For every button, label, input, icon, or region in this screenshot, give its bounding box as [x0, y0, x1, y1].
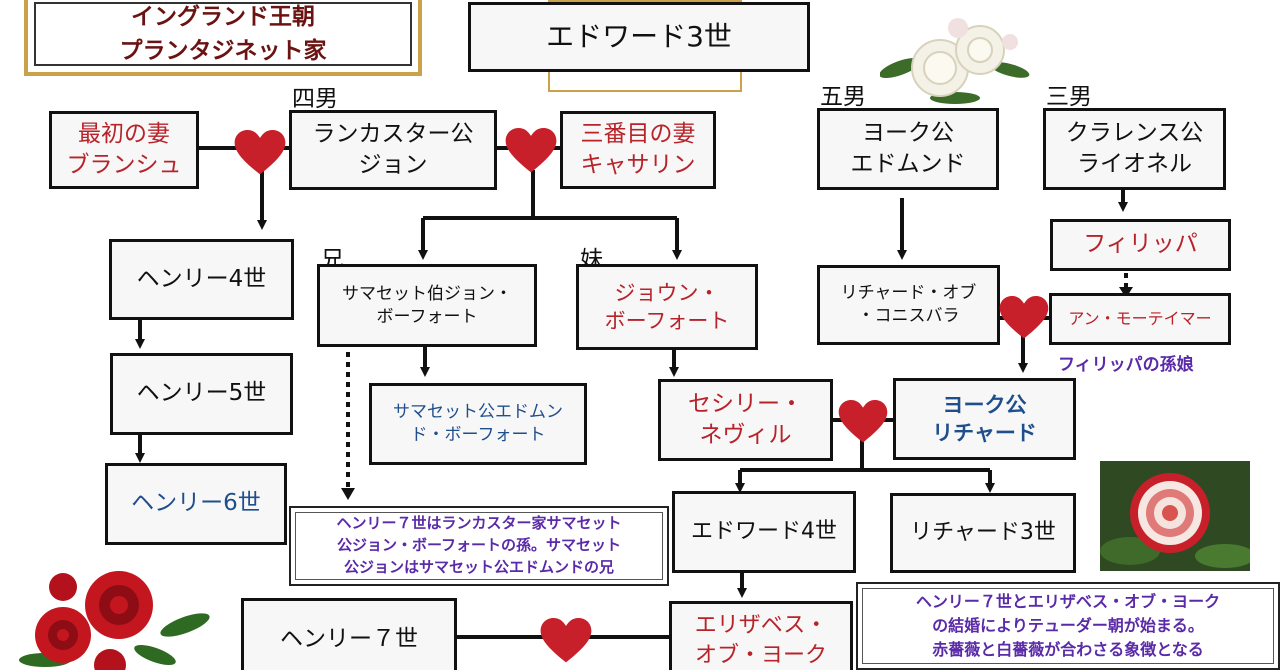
- tudor-start-line1: ヘンリー７世とエリザベス・オブ・ヨーク: [915, 592, 1221, 611]
- henry7-origin-line3: 公ジョンはサマセット公エドムンドの兄: [343, 557, 614, 576]
- white-rose-icon: [880, 18, 1030, 104]
- henry6-box: ヘンリー6世: [105, 463, 287, 545]
- richard3-line1: リチャード3世: [910, 520, 1056, 546]
- relation-fifth-son: 五男: [820, 84, 866, 110]
- henry7-origin-line1: ヘンリー７世はランカスター家サマセット: [336, 514, 622, 533]
- henry7-origin-line2: 公ジョン・ボーフォートの孫。サマセット: [336, 536, 622, 555]
- heart-icon: [838, 400, 888, 443]
- edmund-york-line2: エドムンド: [850, 151, 966, 177]
- lionel-line2: ライオネル: [1077, 151, 1192, 177]
- lionel-box: クラレンス公 ライオネル: [1043, 108, 1226, 190]
- john-beaufort-box: サマセット伯ジョン・ ボーフォート: [317, 264, 537, 347]
- elizabeth-box: エリザベス・ オブ・ヨーク: [669, 601, 853, 670]
- john-beaufort-line1: サマセット伯ジョン・: [342, 283, 512, 304]
- joan-beaufort-line1: ジョウン・: [614, 280, 720, 305]
- heart-icon: [540, 618, 592, 663]
- edmund-york-box: ヨーク公 エドムンド: [817, 108, 999, 190]
- red-rose-icon: [19, 571, 210, 670]
- edmund-beaufort-line2: ド・ボーフォート: [410, 425, 546, 445]
- cecily-line1: セシリー・: [688, 390, 803, 417]
- edward4-line1: エドワード4世: [691, 519, 837, 545]
- relation-third-son: 三男: [1046, 84, 1092, 110]
- blanche-line1: 最初の妻: [78, 120, 170, 147]
- joan-beaufort-line2: ボーフォート: [604, 309, 730, 333]
- richard3-box: リチャード3世: [890, 493, 1076, 573]
- henry7-line1: ヘンリー７世: [280, 626, 418, 653]
- philippa-granddaughter-note: フィリッパの孫娘: [1058, 355, 1194, 375]
- richard-york-line2: リチャード: [932, 421, 1037, 445]
- lionel-line1: クラレンス公: [1065, 119, 1204, 146]
- katherine-line1: 三番目の妻: [580, 120, 696, 147]
- edmund-beaufort-box: サマセット公エドムン ド・ボーフォート: [369, 383, 587, 465]
- john-of-gaunt-line2: ジョン: [358, 152, 428, 178]
- edmund-beaufort-line1: サマセット公エドムン: [393, 402, 563, 423]
- richard-conisburgh-line2: ・コニスバラ: [857, 306, 960, 326]
- dynasty-title-plaque: イングランド王朝 プランタジネット家: [24, 0, 422, 76]
- heart-icon: [234, 130, 286, 175]
- anne-mortimer-box: アン・モーテイマー: [1049, 293, 1231, 345]
- anne-mortimer-line1: アン・モーテイマー: [1068, 309, 1212, 329]
- elizabeth-line1: エリザベス・: [694, 613, 828, 639]
- henry4-line1: ヘンリー4世: [136, 265, 267, 292]
- title-line2: プランタジネット家: [119, 38, 327, 64]
- title-line1: イングランド王朝: [131, 3, 315, 30]
- henry4-box: ヘンリー4世: [109, 239, 294, 320]
- cecily-line2: ネヴィル: [699, 422, 792, 448]
- richard-york-box: ヨーク公 リチャード: [893, 378, 1076, 460]
- edward4-box: エドワード4世: [672, 491, 856, 573]
- katherine-box: 三番目の妻 キャサリン: [560, 111, 716, 189]
- heart-icon: [505, 128, 557, 173]
- elizabeth-line2: オブ・ヨーク: [694, 643, 827, 668]
- richard-york-line1: ヨーク公: [942, 392, 1027, 417]
- philippa-box: フィリッパ: [1050, 219, 1231, 271]
- pink-rose-icon: [1100, 461, 1250, 571]
- john-of-gaunt-line1: ランカスター公: [312, 120, 474, 147]
- henry7-origin-note: ヘンリー７世はランカスター家サマセット 公ジョン・ボーフォートの孫。サマセット …: [289, 506, 669, 586]
- edward3-label: エドワード3世: [546, 20, 732, 54]
- richard-conisburgh-line1: リチャード・オブ: [840, 283, 977, 304]
- john-of-gaunt-box: ランカスター公 ジョン: [289, 110, 497, 190]
- cecily-box: セシリー・ ネヴィル: [658, 379, 833, 461]
- blanche-box: 最初の妻 ブランシュ: [49, 111, 199, 189]
- tudor-start-line2: の結婚によりテューダー朝が始まる。: [932, 616, 1204, 635]
- richard-conisburgh-box: リチャード・オブ ・コニスバラ: [817, 265, 1000, 345]
- henry6-line1: ヘンリー6世: [131, 490, 261, 517]
- philippa-line1: フィリッパ: [1083, 231, 1198, 258]
- tudor-start-note: ヘンリー７世とエリザベス・オブ・ヨーク の結婚によりテューダー朝が始まる。 赤薔…: [856, 582, 1280, 670]
- henry5-line1: ヘンリー5世: [136, 380, 267, 407]
- edmund-york-line1: ヨーク公: [862, 119, 954, 146]
- henry5-box: ヘンリー5世: [110, 353, 293, 435]
- heart-icon: [999, 296, 1049, 339]
- relation-fourth-son: 四男: [292, 86, 338, 112]
- henry7-box: ヘンリー７世: [241, 598, 457, 670]
- edward3-box: エドワード3世: [468, 2, 810, 72]
- katherine-line2: キャサリン: [580, 152, 696, 178]
- tudor-start-line3: 赤薔薇と白薔薇が合わさる象徴となる: [932, 640, 1204, 659]
- john-beaufort-line2: ボーフォート: [376, 306, 478, 327]
- joan-beaufort-box: ジョウン・ ボーフォート: [576, 264, 758, 350]
- blanche-line2: ブランシュ: [66, 152, 182, 178]
